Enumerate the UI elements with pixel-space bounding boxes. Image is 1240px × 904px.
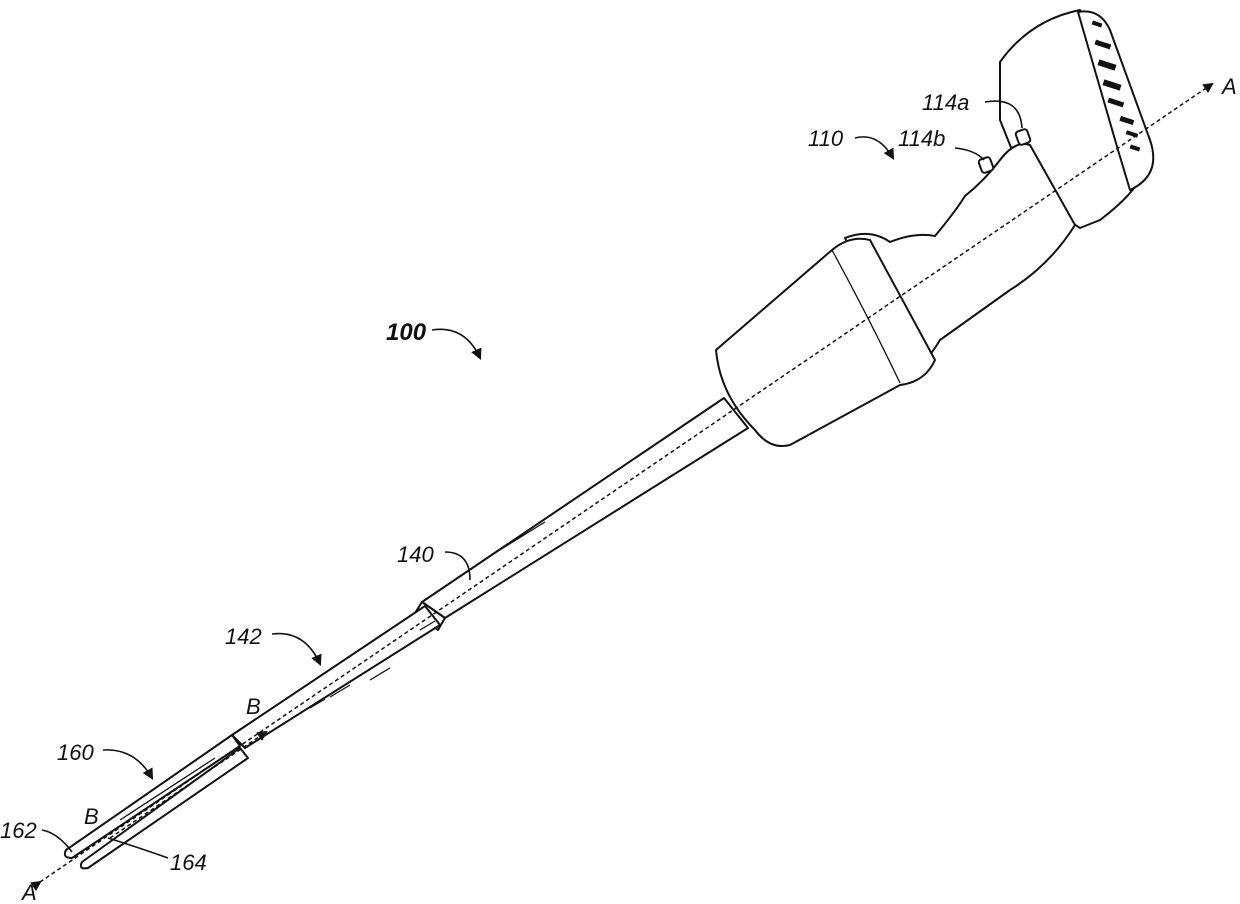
label-142: 142: [225, 624, 262, 649]
label-100: 100: [386, 319, 427, 346]
label-140: 140: [397, 542, 434, 567]
label-164: 164: [170, 850, 207, 875]
label-162: 162: [0, 818, 37, 843]
jaw-164: [81, 748, 248, 868]
button-114b[interactable]: [978, 156, 994, 173]
leader-160: [103, 750, 152, 778]
label-114b: 114b: [898, 126, 945, 151]
axis-b-line: [110, 732, 266, 838]
leader-142: [272, 634, 320, 664]
label-axis-b-upper: B: [246, 694, 261, 719]
leader-110: [855, 137, 893, 158]
label-110: 110: [808, 126, 844, 151]
label-axis-a-bottom: A: [20, 880, 37, 904]
shaft-assembly: [232, 398, 748, 748]
outer-shaft: [422, 398, 748, 618]
label-axis-a-top: A: [1220, 74, 1237, 99]
leader-100: [432, 329, 480, 358]
inner-shaft: [232, 606, 440, 748]
label-axis-b-lower: B: [84, 804, 99, 829]
handle-assembly: [716, 10, 1153, 446]
label-160: 160: [57, 740, 94, 765]
leader-114b: [955, 148, 984, 160]
label-114a: 114a: [922, 90, 969, 115]
axis-a-line: [40, 84, 1212, 882]
